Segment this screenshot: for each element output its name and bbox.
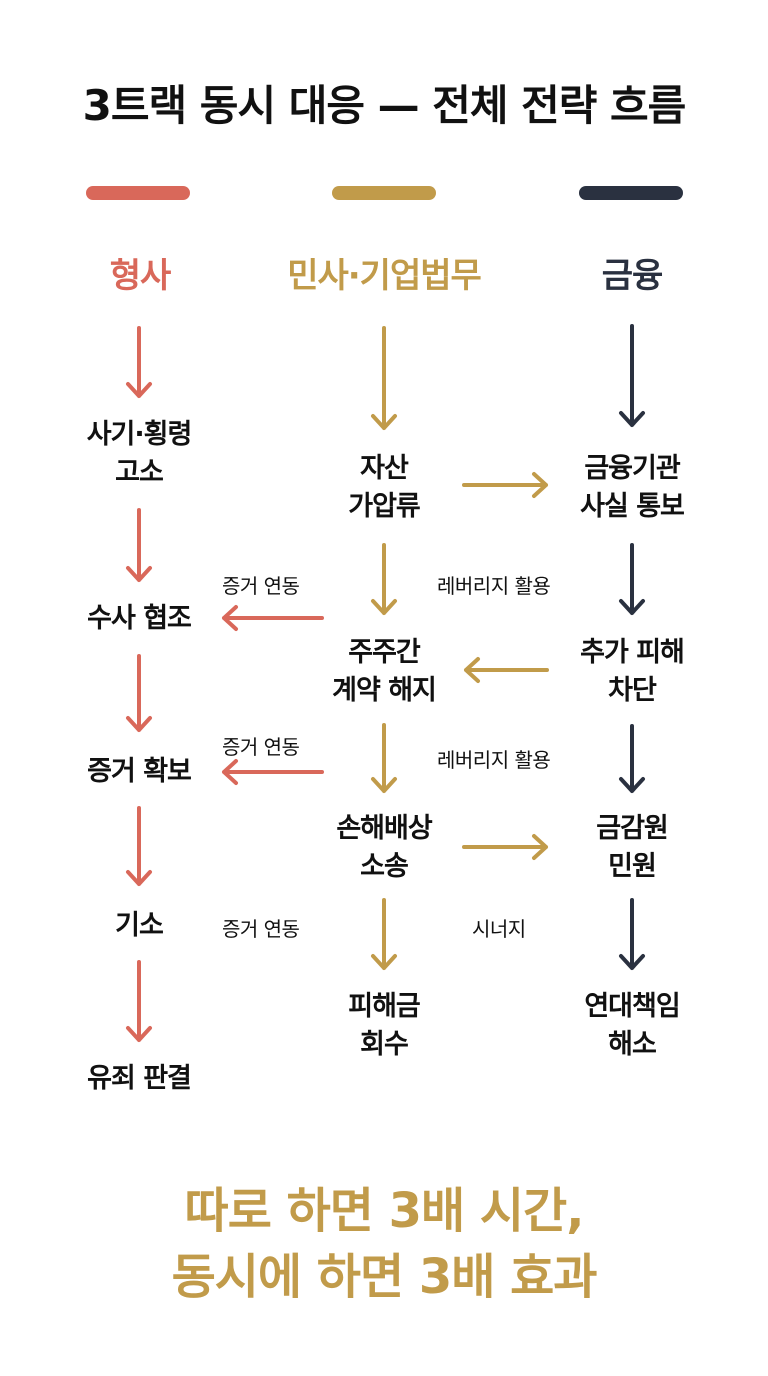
- arrow-down: [371, 543, 397, 615]
- arrow-right: [462, 472, 548, 498]
- arrow-left: [222, 605, 324, 631]
- arrow-down: [126, 654, 152, 732]
- finance-arrows: [619, 324, 645, 970]
- civil-step-2: 주주간 계약 해지: [284, 634, 484, 710]
- track-header-finance: 금융: [601, 256, 664, 296]
- link-label-evidence: 증거 연동: [222, 574, 300, 598]
- track-bar-finance: [579, 186, 683, 200]
- link-label-leverage: 레버리지 활용: [437, 574, 551, 598]
- arrow-left: [222, 759, 324, 785]
- civil-step-3: 손해배상 소송: [284, 810, 484, 886]
- arrow-down: [371, 326, 397, 430]
- node-line: 차단: [608, 675, 657, 706]
- node-line: 금융기관: [584, 453, 680, 484]
- link-label-evidence: 증거 연동: [222, 917, 300, 941]
- node-line: 고소: [115, 457, 164, 488]
- track-header-criminal: 형사: [109, 256, 172, 296]
- page-title: 3트랙 동시 대응 — 전체 전략 흐름: [82, 81, 687, 130]
- arrow-down: [619, 324, 645, 427]
- finance-step-1: 금융기관 사실 통보: [532, 450, 732, 526]
- track-bar-criminal: [86, 186, 190, 200]
- node-line: 사기·횡령: [86, 419, 193, 450]
- link-label-leverage: 레버리지 활용: [437, 748, 551, 772]
- footer-line-1: 따로 하면 3배 시간,: [184, 1183, 585, 1239]
- track-bar-civil: [332, 186, 436, 200]
- finance-step-3: 금감원 민원: [532, 810, 732, 886]
- arrow-right: [462, 834, 548, 860]
- node-line: 피해금: [348, 991, 421, 1022]
- footer-slogan: 따로 하면 3배 시간, 동시에 하면 3배 효과: [0, 1178, 768, 1310]
- criminal-step-3: 증거 확보: [87, 756, 192, 787]
- finance-step-4: 연대책임 해소: [532, 988, 732, 1064]
- node-line: 연대책임: [584, 991, 680, 1022]
- arrow-left: [464, 657, 549, 683]
- node-line: 해소: [608, 1029, 657, 1060]
- node-line: 계약 해지: [332, 675, 437, 706]
- node-line: 주주간: [348, 637, 421, 668]
- arrow-down: [126, 806, 152, 886]
- arrow-down: [619, 898, 645, 970]
- link-label-synergy: 시너지: [472, 917, 526, 941]
- node-line: 금감원: [596, 813, 669, 844]
- arrow-down: [126, 508, 152, 582]
- criminal-step-5: 유죄 판결: [87, 1063, 192, 1094]
- arrow-down: [126, 326, 152, 398]
- arrow-down: [619, 543, 645, 615]
- arrow-down: [126, 960, 152, 1042]
- link-label-evidence: 증거 연동: [222, 735, 300, 759]
- node-line: 소송: [360, 851, 409, 882]
- criminal-step-4: 기소: [115, 910, 164, 941]
- arrow-down: [619, 724, 645, 793]
- criminal-step-2: 수사 협조: [87, 603, 192, 634]
- civil-step-4: 피해금 회수: [284, 988, 484, 1064]
- node-line: 회수: [360, 1029, 409, 1060]
- civil-step-1: 자산 가압류: [284, 450, 484, 526]
- node-line: 추가 피해: [580, 637, 685, 668]
- footer-line-2: 동시에 하면 3배 효과: [171, 1249, 598, 1305]
- track-header-civil: 민사·기업법무: [287, 256, 482, 296]
- node-line: 가압류: [348, 491, 421, 522]
- criminal-arrows: [126, 326, 324, 1042]
- node-line: 손해배상: [336, 813, 432, 844]
- node-line: 민원: [608, 851, 657, 882]
- finance-step-2: 추가 피해 차단: [532, 634, 732, 710]
- node-line: 자산: [360, 453, 409, 484]
- arrow-down: [371, 723, 397, 793]
- criminal-step-1: 사기·횡령 고소: [39, 416, 239, 492]
- arrow-down: [371, 898, 397, 970]
- civil-arrows: [371, 326, 549, 970]
- node-line: 사실 통보: [580, 491, 685, 522]
